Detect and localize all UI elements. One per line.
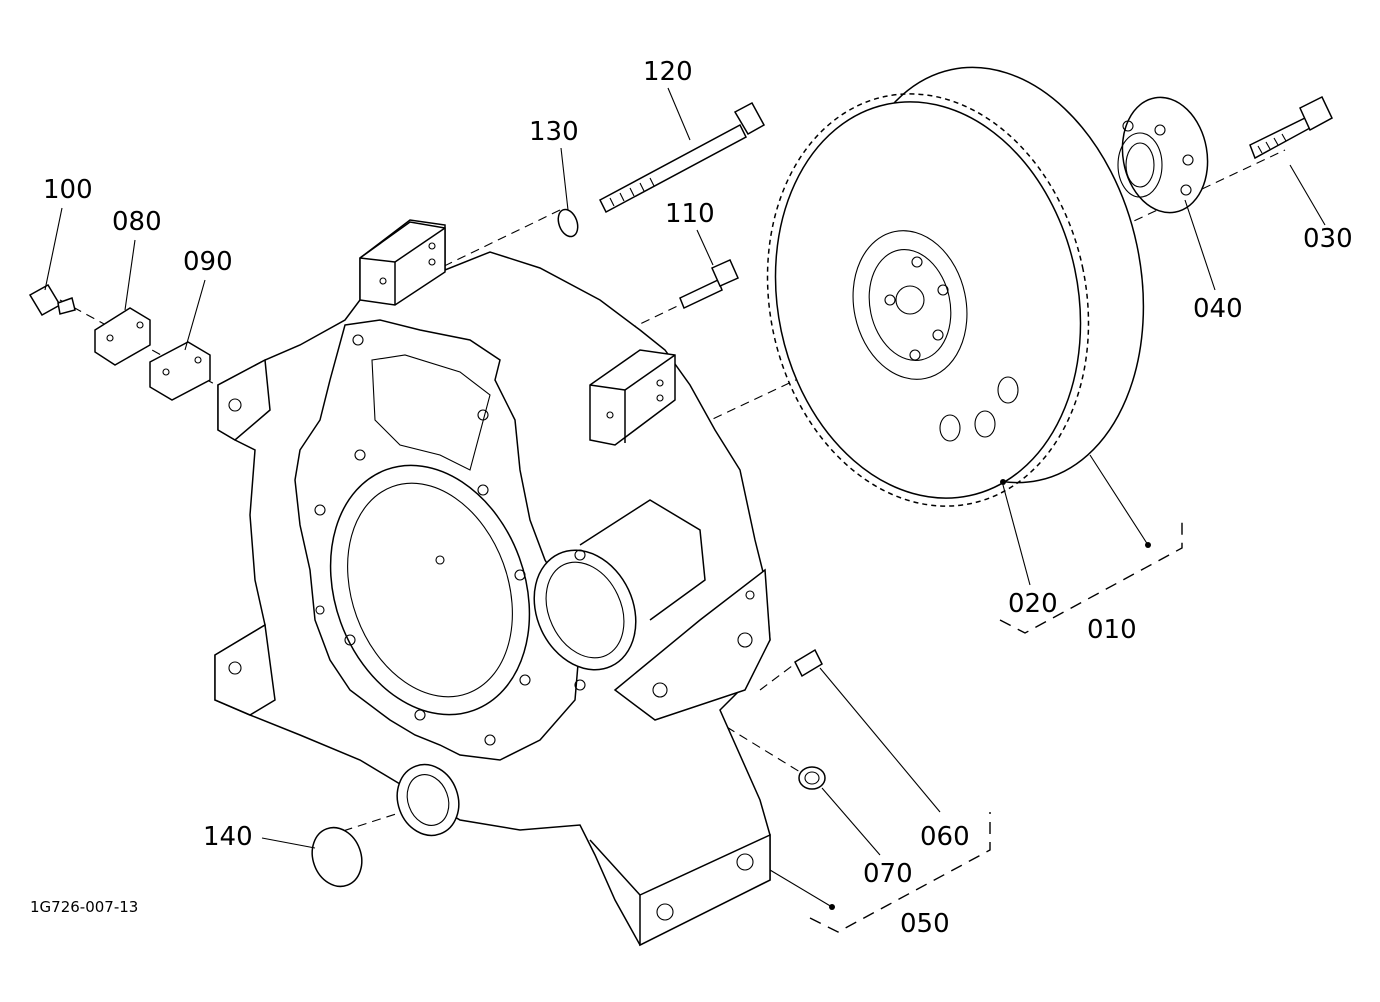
callout-030: 030: [1303, 224, 1353, 254]
flywheel-assembly: [766, 66, 1145, 507]
callout-100: 100: [43, 175, 93, 205]
dowel-pin: [794, 648, 823, 678]
callout-090: 090: [183, 247, 233, 277]
callout-140: 140: [203, 822, 253, 852]
stud-bolt: [679, 259, 739, 310]
leader-dot-050: [829, 904, 835, 910]
callout-130: 130: [529, 117, 579, 147]
leader-lines: [44, 87, 1326, 910]
leader-dot-020: [1000, 479, 1006, 485]
plug-100: [28, 283, 76, 317]
callout-110: 110: [665, 199, 715, 229]
callout-labels: 100 080 090 130 120 110 030 040 020 010 …: [30, 57, 1353, 939]
callout-020: 020: [1008, 589, 1058, 619]
cap: [311, 826, 363, 888]
bushing: [798, 766, 826, 790]
washer: [557, 208, 579, 238]
callout-050: 050: [900, 909, 950, 939]
callout-070: 070: [863, 859, 913, 889]
plate-090: [149, 341, 211, 401]
callout-060: 060: [920, 822, 970, 852]
ring-gear-outline: [774, 101, 1082, 499]
long-bolt: [599, 101, 766, 214]
coupling-hub: [1117, 96, 1209, 214]
group-brackets: [809, 518, 1183, 933]
flywheel-bolt: [1249, 95, 1333, 160]
callout-080: 080: [112, 207, 162, 237]
callout-010: 010: [1087, 615, 1137, 645]
drawing-code: 1G726-007-13: [30, 898, 138, 916]
flywheel-housing: [214, 219, 771, 947]
plate-080: [94, 307, 151, 366]
ring-gear-teeth: [766, 93, 1090, 507]
leader-dot-010: [1145, 542, 1151, 548]
callout-120: 120: [643, 57, 693, 87]
callout-040: 040: [1193, 294, 1243, 324]
